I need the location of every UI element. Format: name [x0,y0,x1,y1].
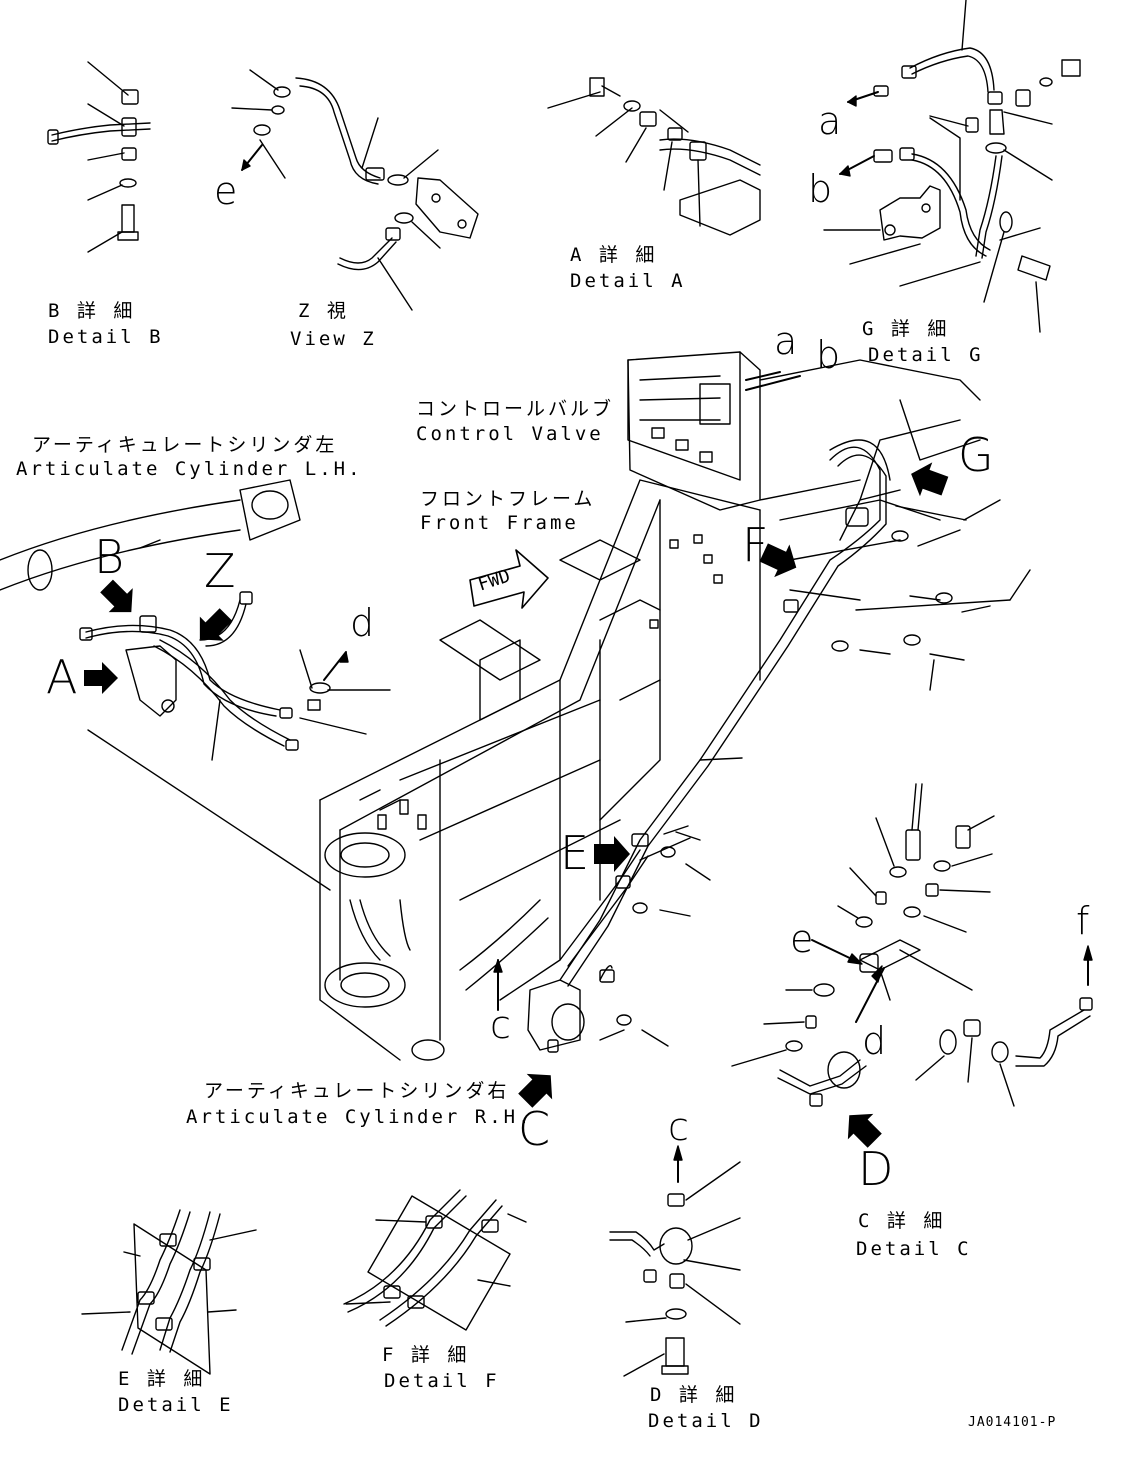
detail-e-caption-en: Detail E [118,1394,234,1416]
fwd-arrow [470,550,548,608]
detail-c-caption-jp: C 詳 細 [858,1210,946,1232]
lh-cylinder-hoses [80,592,390,890]
main-hose-lines [494,440,1030,1052]
drawing-code: JA014101-P [968,1415,1057,1430]
connection-letter-d-lh: d [350,601,375,645]
control-valve-label-jp: コントロールバルブ [416,398,615,420]
connection-letter-f-detail-c: f [1076,899,1090,943]
connection-letter-a-valve: a [774,319,798,363]
detail-b-drawing [48,62,150,252]
detail-d-caption-en: Detail D [648,1410,764,1432]
detail-a-caption-jp: A 詳 細 [570,244,658,266]
detail-d-drawing [610,1146,740,1376]
connection-letter-b-valve: b [816,333,841,377]
view-letter-z: Z [204,544,236,598]
connection-letter-b-detail-g: b [808,167,833,211]
front-frame-label-jp: フロントフレーム [420,488,596,510]
detail-f-caption-en: Detail F [384,1370,500,1392]
front-frame-drawing [0,400,980,1060]
detail-c-drawing [732,784,1092,1106]
detail-g-drawing [824,0,1080,332]
view-letter-b: B [94,530,125,584]
view-z-caption-en: View Z [290,328,377,350]
detail-e-caption-jp: E 詳 細 [118,1368,206,1390]
view-letter-g: G [958,428,994,482]
view-z-caption-jp: Z 視 [298,300,349,322]
articulate-cylinder-lh-label-jp: アーティキュレートシリンダ左 [32,434,338,456]
view-letter-a: A [46,650,78,704]
connection-letter-a-detail-g: a [818,99,842,143]
articulate-cylinder-rh-label-jp: アーティキュレートシリンダ右 [204,1080,510,1102]
connection-letter-d-detail-c: d [862,1019,887,1063]
view-letter-c: C [518,1102,551,1156]
detail-f-caption-jp: F 詳 細 [382,1344,470,1366]
articulate-cylinder-rh-label-en: Articulate Cylinder R.H. [186,1106,533,1128]
detail-b-caption-jp: B 詳 細 [48,300,136,322]
view-letter-d: D [858,1142,894,1196]
detail-a-caption-en: Detail A [570,270,686,292]
detail-d-caption-jp: D 詳 細 [650,1384,738,1406]
control-valve-label-en: Control Valve [416,423,604,445]
view-letter-e: E [560,826,590,880]
detail-b-caption-en: Detail B [48,326,164,348]
detail-f-drawing [344,1190,526,1330]
connection-letter-e-detail-c: e [790,917,814,961]
control-valve-drawing [628,352,980,510]
articulate-cylinder-lh-label-en: Articulate Cylinder L.H. [16,458,363,480]
detail-a-drawing [548,78,760,235]
connection-letter-c-detail-d: c [668,1105,689,1149]
view-letter-f: F [742,518,769,572]
connection-letter-c-frame: c [490,1003,511,1047]
connection-letter-e-view-z: e [214,169,238,213]
view-z-drawing [232,70,478,310]
detail-g-caption-en: Detail G [868,344,984,366]
detail-c-caption-en: Detail C [856,1238,972,1260]
front-frame-label-en: Front Frame [420,512,579,534]
view-arrows [84,462,949,1148]
detail-e-drawing [82,1210,256,1374]
detail-g-caption-jp: G 詳 細 [862,318,950,340]
